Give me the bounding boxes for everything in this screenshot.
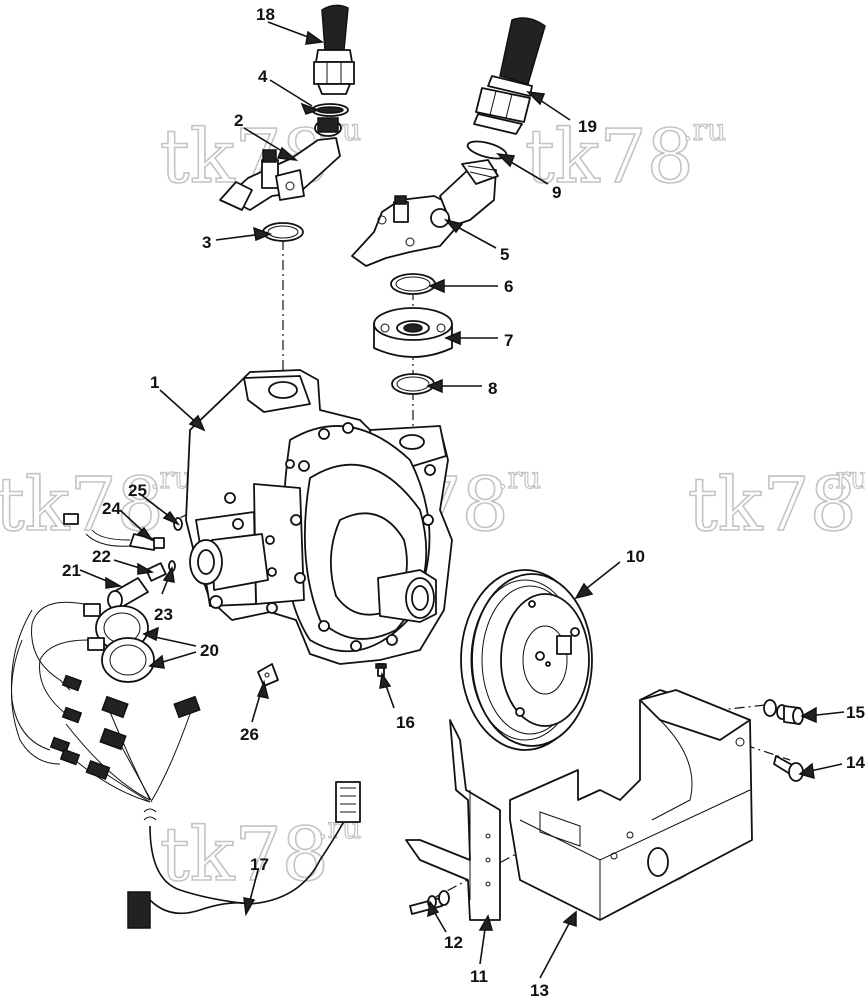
callout-4: 4 bbox=[258, 67, 268, 86]
callout-17: 17 bbox=[250, 855, 269, 874]
callout-21: 21 bbox=[62, 561, 81, 580]
part-2-service-valve bbox=[219, 117, 342, 211]
callout-18: 18 bbox=[256, 5, 275, 24]
watermark-text: tk78 bbox=[0, 462, 164, 548]
part-26-clip bbox=[257, 663, 279, 687]
watermark-sup: .ru bbox=[826, 461, 865, 496]
watermark-text: tk78 bbox=[525, 114, 694, 200]
callout-16: 16 bbox=[396, 713, 415, 732]
watermark-sup: .ru bbox=[683, 113, 726, 148]
watermark-text: tk78 bbox=[160, 812, 329, 898]
part-13-bracket bbox=[509, 689, 753, 921]
part-21-switch bbox=[107, 577, 149, 610]
part-11-bracket bbox=[405, 719, 501, 921]
watermark-mid-right: tk78 .ru bbox=[687, 460, 865, 548]
callout-15: 15 bbox=[846, 703, 865, 722]
part-10-clutch bbox=[460, 569, 593, 751]
part-19-fitting bbox=[473, 17, 546, 135]
part-22-fitting bbox=[145, 562, 167, 582]
part-16-bolt bbox=[375, 663, 387, 677]
part-8-o-ring-inner bbox=[396, 376, 430, 392]
callout-9: 9 bbox=[552, 183, 561, 202]
callout-14: 14 bbox=[846, 753, 865, 772]
callout-10: 10 bbox=[626, 547, 645, 566]
callout-8: 8 bbox=[488, 379, 497, 398]
callout-7: 7 bbox=[504, 331, 513, 350]
callout-19: 19 bbox=[578, 117, 597, 136]
callout-20: 20 bbox=[200, 641, 219, 660]
callout-2: 2 bbox=[234, 111, 243, 130]
watermark-sup: .ru bbox=[150, 461, 193, 496]
callout-22: 22 bbox=[92, 547, 111, 566]
callout-23: 23 bbox=[154, 605, 173, 624]
callout-11: 11 bbox=[470, 967, 488, 986]
part-6-o-ring-inner bbox=[395, 276, 431, 292]
wiring-harness bbox=[10, 601, 361, 929]
part-18-fitting bbox=[313, 4, 355, 95]
part-5-service-valve bbox=[351, 159, 499, 267]
part-1-compressor bbox=[185, 369, 453, 665]
callout-5: 5 bbox=[500, 245, 509, 264]
part-15-bolt bbox=[763, 699, 804, 725]
callout-3: 3 bbox=[202, 233, 211, 252]
callout-12: 12 bbox=[444, 933, 463, 952]
part-14-bolt bbox=[773, 755, 804, 782]
part-7-adapter bbox=[373, 307, 453, 358]
watermark-text: tk78 bbox=[688, 462, 857, 548]
callout-labels: 18 4 2 19 9 3 5 6 7 8 1 25 24 22 21 23 2… bbox=[62, 5, 865, 1000]
part-3-o-ring-inner bbox=[267, 225, 299, 239]
callout-1: 1 bbox=[150, 373, 159, 392]
watermark-sup: .ru bbox=[498, 461, 541, 496]
part-20-transducers bbox=[83, 603, 155, 683]
callout-6: 6 bbox=[504, 277, 513, 296]
callout-13: 13 bbox=[530, 981, 549, 1000]
leader-arrowheads bbox=[105, 30, 817, 931]
callout-26: 26 bbox=[240, 725, 259, 744]
callout-24: 24 bbox=[102, 499, 121, 518]
compressor-bolts bbox=[209, 422, 436, 652]
watermark-mid-left: tk78 .ru bbox=[0, 460, 194, 548]
part-4-o-ring-inner bbox=[316, 106, 344, 114]
watermark-top-right: tk78 .ru bbox=[524, 112, 727, 200]
callout-25: 25 bbox=[128, 481, 147, 500]
